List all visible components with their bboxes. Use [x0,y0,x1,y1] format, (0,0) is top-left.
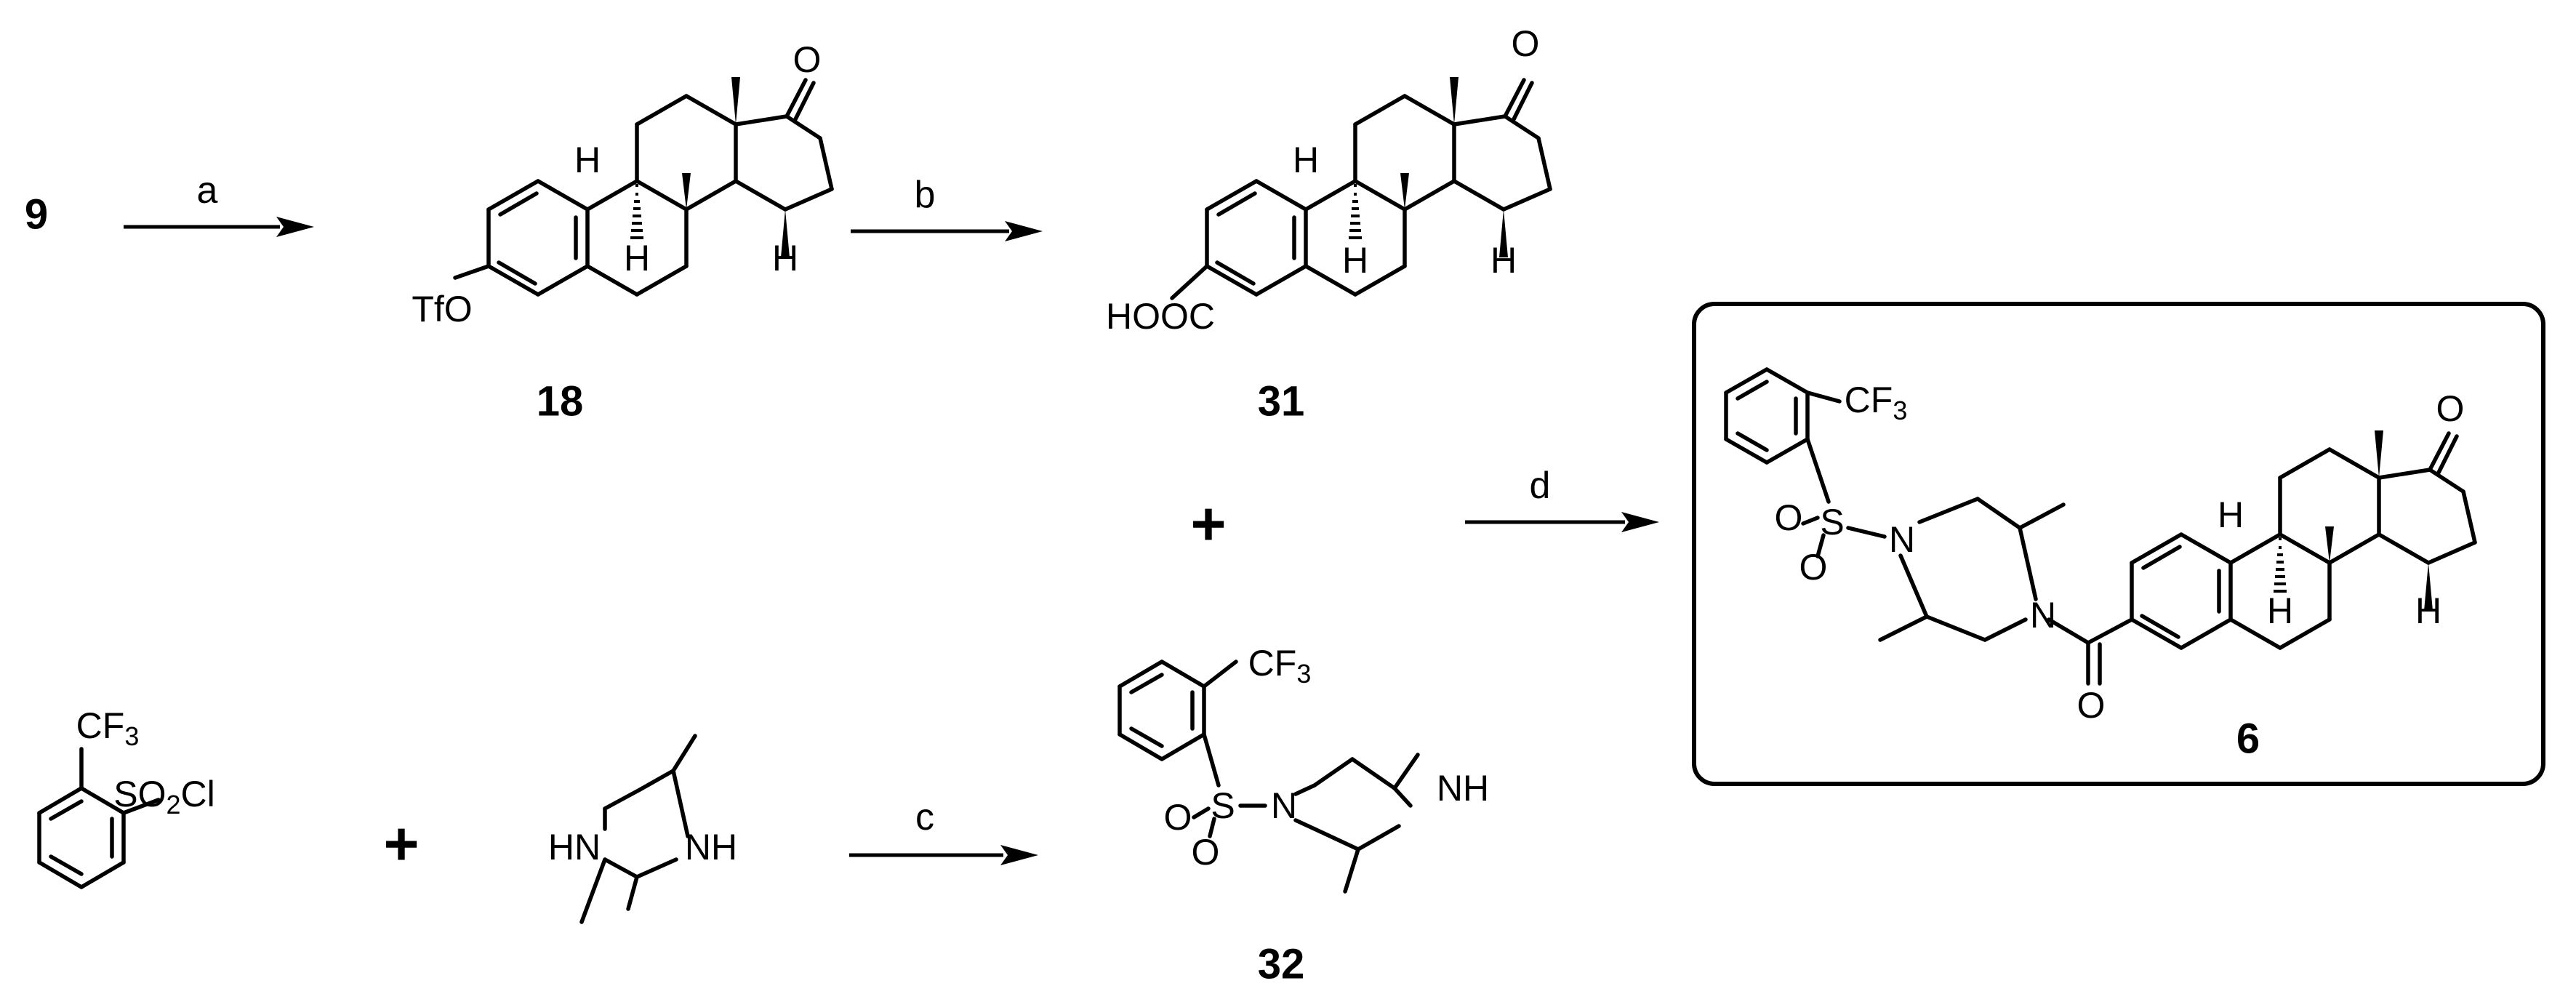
sulfonyl-chloride-label: SO2Cl [113,774,215,819]
h-label-c14: H [2415,590,2441,631]
compound-18-label: 18 [537,378,584,425]
piperazine-nh-label: NH [1437,768,1489,809]
h-label-c9: H [1342,240,1368,281]
sulfonyl-chloride-structure: CF3 SO2Cl [37,705,215,889]
plus-sign: + [383,809,419,878]
sulfur-label: S [1820,502,1844,542]
compound-9-label: 9 [25,191,48,239]
sulfonyl-o1-label: O [1775,497,1803,538]
compound-31-label: 31 [1258,378,1305,425]
reaction-arrow-b [851,221,1043,241]
step-b-label: b [915,174,936,216]
h-label-c8: H [1293,140,1319,180]
h-label-c9: H [624,238,650,278]
carboxylic-acid-label: HOOC [1106,296,1215,337]
reaction-arrow-c [849,845,1038,865]
reaction-arrow-a [124,217,314,237]
piperazine-n1-label: N [1271,785,1297,826]
triflate-group-label: TfO [412,289,472,329]
cf3-group-label: CF3 [76,705,140,751]
compound-18-structure: TfO H H H O [412,39,832,329]
h-label-c14: H [772,238,798,278]
product-box [1692,302,2545,786]
h-label-c8: H [2218,494,2244,535]
ketone-o-label: O [1512,23,1540,64]
piperazine-nh-label: NH [685,827,737,867]
step-c-label: c [915,796,934,838]
h-label-c9: H [2267,590,2293,631]
step-d-label: d [1530,465,1551,507]
step-a-label: a [197,169,218,212]
cf3-group-label: CF3 [1248,643,1312,689]
h-label-c8: H [574,140,601,180]
cf3-group-label: CF3 [1845,380,1908,425]
dimethylpiperazine-structure: HN NH [548,734,737,924]
amide-o-label: O [2077,685,2106,726]
compound-6-structure: CF3 S O O N N O H H H O [1724,367,2475,726]
h-label-c14: H [1490,240,1517,281]
piperazine-hn-label: HN [548,827,601,867]
sulfur-label: S [1211,785,1235,826]
compound-32-structure: CF3 S O O N NH [1118,643,1489,894]
ketone-o-label: O [793,39,822,80]
compound-6-label: 6 [2236,716,2260,763]
sulfonyl-o2-label: O [1192,832,1220,873]
compound-32-label: 32 [1258,941,1305,988]
reaction-arrow-d [1465,512,1659,532]
ketone-o-label: O [2436,388,2465,429]
sulfonyl-o1-label: O [1164,797,1192,838]
plus-sign: + [1190,489,1226,558]
piperazine-n1-label: N [1889,519,1915,560]
piperazine-n4-label: N [2030,595,2056,636]
compound-31-structure: HOOC H H H O [1106,23,1550,337]
sulfonyl-o2-label: O [1799,547,1828,588]
